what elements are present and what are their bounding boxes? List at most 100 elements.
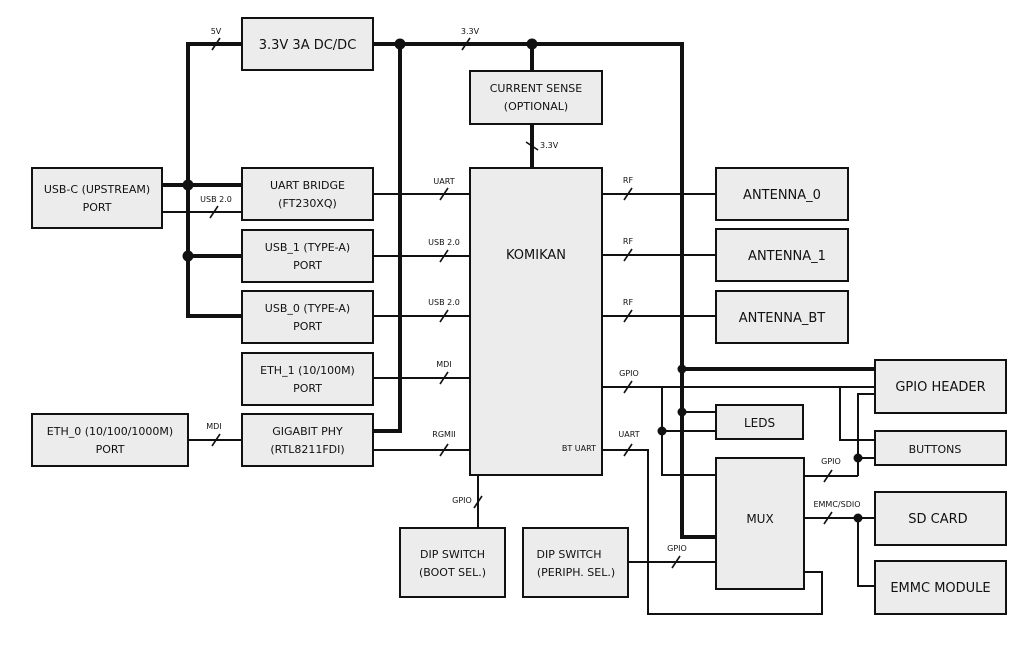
block-label: ETH_0 (10/100/1000M)	[47, 425, 173, 438]
junction-dot	[182, 179, 194, 191]
bus-slash	[671, 555, 681, 569]
wire-label-usb20: USB 2.0	[200, 195, 232, 204]
bus-slash	[209, 205, 219, 219]
bus-slash	[439, 187, 449, 201]
block-komikan: KOMIKAN BT UART	[469, 167, 603, 476]
block-label: ANTENNA_BT	[739, 311, 826, 326]
block-leds: LEDS	[715, 404, 804, 440]
header-buttons-wire	[839, 387, 875, 441]
bus-slash	[439, 309, 449, 323]
block-label: ANTENNA_1	[748, 249, 826, 264]
wire-label-rf: RF	[623, 237, 634, 246]
wire-label-rgmii: RGMII	[432, 430, 455, 439]
block-sublabel: PORT	[293, 382, 322, 395]
junction-dot	[853, 453, 863, 463]
bus-slash	[211, 433, 221, 447]
block-sublabel: (BOOT SEL.)	[419, 566, 486, 579]
block-mux: MUX	[715, 457, 805, 590]
wire-label-mdi: MDI	[436, 360, 451, 369]
emmc-wire	[857, 518, 875, 587]
block-label: CURRENT SENSE	[490, 82, 583, 95]
bus-slash	[623, 380, 633, 394]
bus-slash	[623, 443, 633, 457]
junction-dot	[657, 426, 667, 436]
block-sublabel: PORT	[96, 443, 125, 456]
block-label: GPIO HEADER	[895, 380, 985, 395]
block-usb1-port: USB_1 (TYPE-A) PORT	[241, 229, 374, 283]
block-eth1-port: ETH_1 (10/100M) PORT	[241, 352, 374, 406]
power-5v-wire	[186, 42, 242, 318]
wire-label-3v3-komikan: 3.3V	[540, 141, 559, 150]
wire-label-mdi: MDI	[206, 422, 221, 431]
block-eth0-port: ETH_0 (10/100/1000M) PORT	[31, 413, 189, 467]
block-antenna-1: ANTENNA_1	[715, 228, 849, 282]
block-label: DIP SWITCH	[537, 548, 602, 561]
buttons-wire	[857, 393, 875, 476]
bt-uart-label: BT UART	[562, 444, 596, 453]
wire-label-usb20: USB 2.0	[428, 238, 460, 247]
junction-dot	[853, 513, 863, 523]
bus-slash	[439, 371, 449, 385]
block-sublabel: (FT230XQ)	[278, 197, 337, 210]
block-label: BUTTONS	[909, 443, 962, 456]
junction-dot	[677, 364, 687, 374]
block-antenna-bt: ANTENNA_BT	[715, 290, 849, 344]
junction-dot	[526, 38, 538, 50]
block-sublabel: PORT	[293, 259, 322, 272]
wire-label-usb20: USB 2.0	[428, 298, 460, 307]
junctions	[182, 38, 863, 523]
block-dcdc: 3.3V 3A DC/DC	[241, 17, 374, 71]
wire-label-gpio: GPIO	[452, 496, 472, 505]
bus-slashes	[209, 37, 833, 569]
bus-slash	[473, 495, 483, 509]
wire-label-rf: RF	[623, 176, 634, 185]
block-antenna-0: ANTENNA_0	[715, 167, 849, 221]
block-sublabel: (PERIPH. SEL.)	[537, 566, 615, 579]
block-usb0-port: USB_0 (TYPE-A) PORT	[241, 290, 374, 344]
power-phy-wire	[373, 44, 402, 433]
junction-dot	[677, 407, 687, 417]
block-label: LEDS	[744, 416, 775, 430]
block-usbc-port: USB-C (UPSTREAM) PORT	[31, 167, 163, 229]
wire-label-uart: UART	[618, 430, 639, 439]
block-gpio-header: GPIO HEADER	[874, 359, 1007, 414]
block-label: USB_1 (TYPE-A)	[265, 241, 350, 254]
block-sublabel: (RTL8211FDI)	[270, 443, 344, 456]
bus-slash	[439, 249, 449, 263]
block-dip-switch-boot: DIP SWITCH (BOOT SEL.)	[399, 527, 506, 598]
wire-label-3v3: 3.3V	[461, 27, 480, 36]
bus-slash	[823, 469, 833, 483]
block-label: EMMC MODULE	[890, 581, 990, 596]
block-label: DIP SWITCH	[420, 548, 485, 561]
bus-slash	[623, 248, 633, 262]
wire-label-gpio: GPIO	[619, 369, 639, 378]
block-label: GIGABIT PHY	[272, 425, 343, 438]
bus-slash	[623, 187, 633, 201]
blocks: 3.3V 3A DC/DC CURRENT SENSE (OPTIONAL) U…	[31, 17, 1007, 615]
wire-label-emmc-sdio: EMMC/SDIO	[813, 500, 860, 509]
bus-slash	[623, 309, 633, 323]
block-label: MUX	[746, 512, 773, 526]
block-sublabel: (OPTIONAL)	[504, 100, 568, 113]
block-label: 3.3V 3A DC/DC	[259, 38, 357, 53]
block-label: SD CARD	[908, 512, 967, 527]
junction-dot	[394, 38, 406, 50]
block-label: USB-C (UPSTREAM)	[44, 183, 150, 196]
bus-slash	[823, 511, 833, 525]
wire-label-rf: RF	[623, 298, 634, 307]
block-sd-card: SD CARD	[874, 491, 1007, 546]
wire-label-gpio: GPIO	[667, 544, 687, 553]
gpio-mux-left-wire	[661, 387, 716, 476]
block-label: KOMIKAN	[506, 248, 566, 263]
wire-labels: 5V 3.3V 3.3V USB 2.0 UART USB 2.0 USB 2.…	[200, 27, 860, 553]
wire-label-uart: UART	[433, 177, 454, 186]
bus-slash	[211, 37, 221, 51]
block-gigabit-phy: GIGABIT PHY (RTL8211FDI)	[241, 413, 374, 467]
bt-uart-wire	[602, 449, 823, 615]
bus-slash	[461, 37, 471, 51]
bus-slash	[525, 141, 539, 151]
wire-label-gpio: GPIO	[821, 457, 841, 466]
block-current-sense: CURRENT SENSE (OPTIONAL)	[469, 70, 603, 125]
block-label: USB_0 (TYPE-A)	[265, 302, 350, 315]
